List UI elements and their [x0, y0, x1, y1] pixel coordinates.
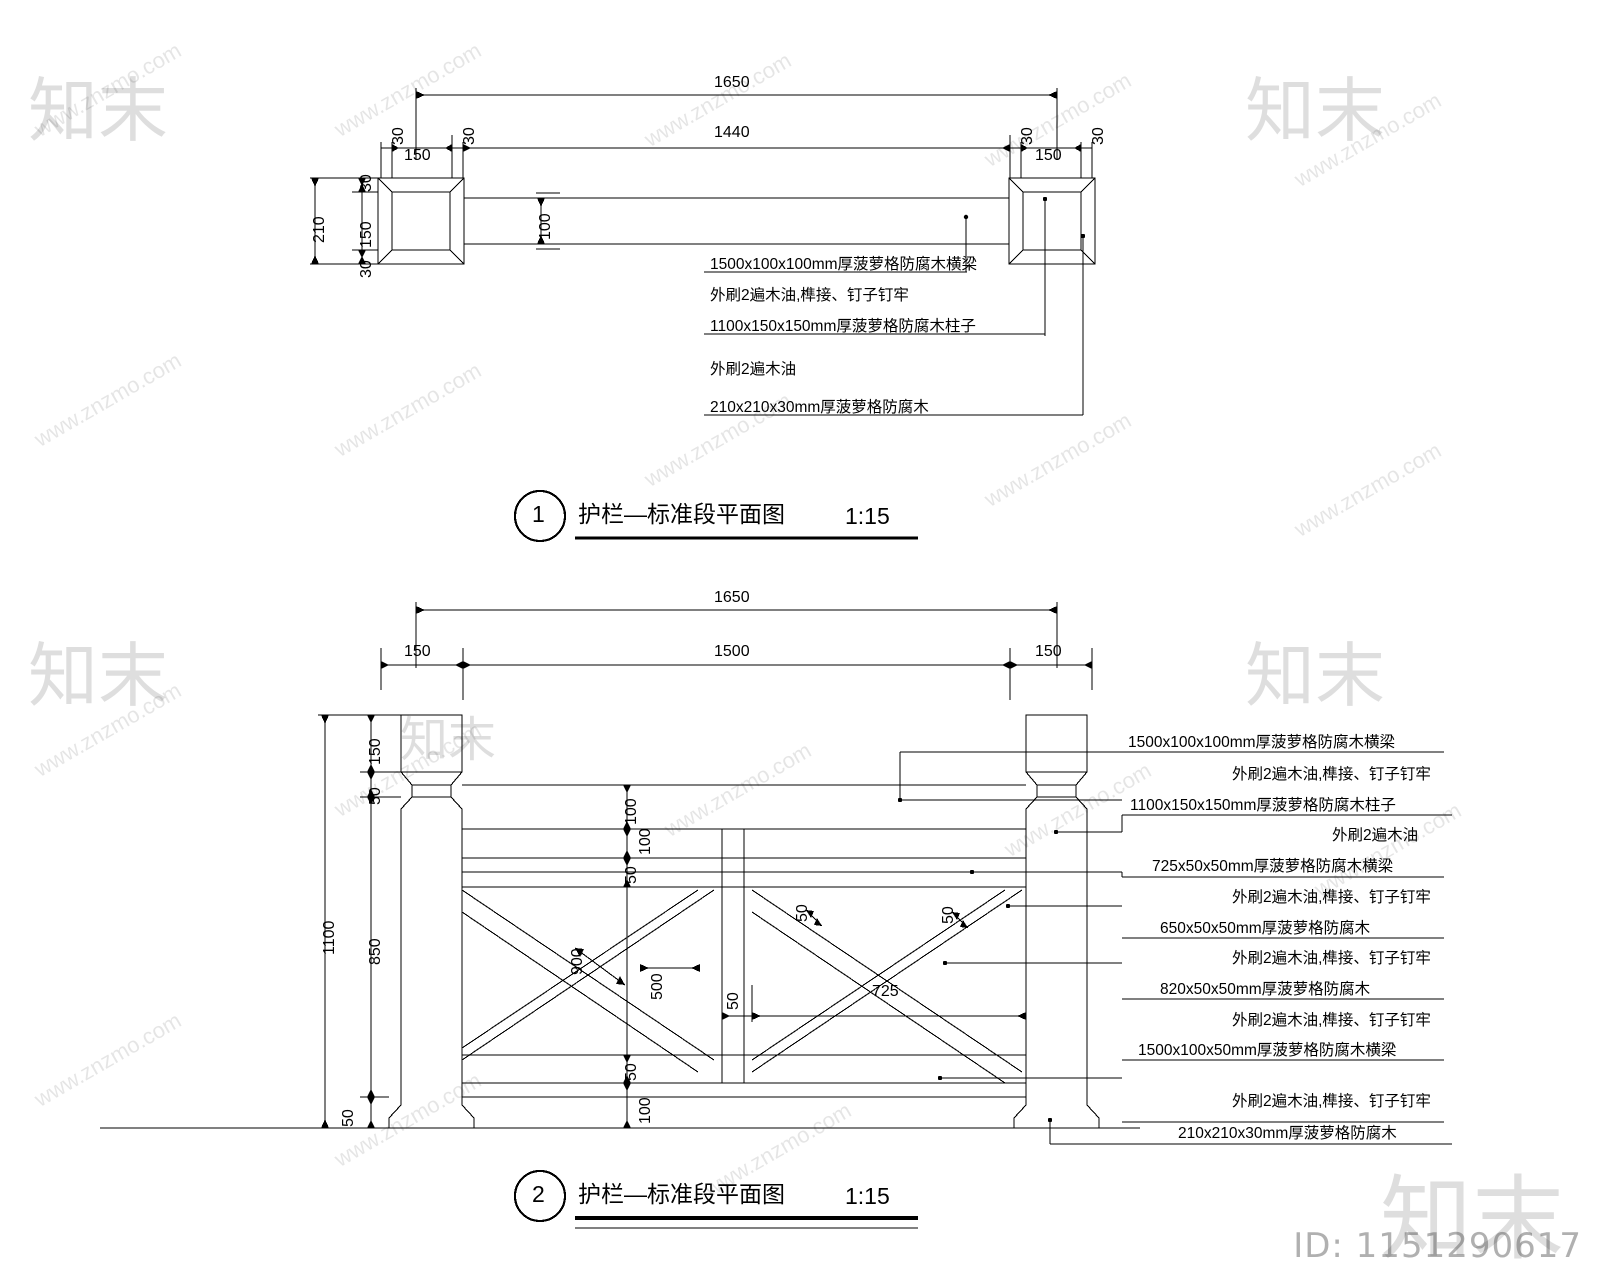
elevation-title-number: 2: [532, 1181, 545, 1207]
elev-dim-diag-v: 900: [569, 948, 586, 975]
elev-dim-bottom-rail-b: 100: [637, 1097, 654, 1124]
plan-annotation-1: 外刷2遍木油,榫接、钉子钉牢: [710, 287, 909, 304]
plan-title-scale: 1:15: [845, 503, 890, 529]
elev-annotation-8: 820x50x50mm厚菠萝格防腐木: [1160, 981, 1371, 998]
elev-dim-body-height: 850: [367, 938, 384, 965]
elev-dim-diag-right: 50: [940, 906, 957, 924]
plan-dim-gap-d: 30: [1090, 127, 1107, 145]
elev-annotation-11: 外刷2遍木油,榫接、钉子钉牢: [1232, 1093, 1431, 1110]
plan-annotation-3: 外刷2遍木油: [710, 361, 797, 378]
elev-dim-clear-span: 1500: [714, 643, 750, 660]
plan-dim-depth-total: 210: [311, 216, 328, 243]
elev-annotation-6: 650x50x50mm厚菠萝格防腐木: [1160, 920, 1371, 937]
elev-dim-cap-height: 150: [367, 738, 384, 765]
elev-annotation-7: 外刷2遍木油,榫接、钉子钉牢: [1232, 950, 1431, 967]
elev-dim-overall: 1650: [714, 589, 750, 606]
elevation-title-scale: 1:15: [845, 1183, 890, 1209]
plan-annotation-4: 210x210x30mm厚菠萝格防腐木: [710, 399, 929, 416]
elev-annotation-0: 1500x100x100mm厚菠萝格防腐木横梁: [1128, 734, 1396, 751]
elev-annotation-1: 外刷2遍木油,榫接、钉子钉牢: [1232, 766, 1431, 783]
elev-annotation-4: 725x50x50mm厚菠萝格防腐木横梁: [1152, 858, 1394, 875]
elev-dim-base-height: 50: [340, 1109, 357, 1127]
plan-annotation-0: 1500x100x100mm厚菠萝格防腐木横梁: [710, 256, 978, 273]
elev-dim-post-right: 150: [1035, 643, 1062, 660]
elev-dim-rail-upper: 100: [637, 828, 654, 855]
elev-dim-diag-left: 50: [794, 904, 811, 922]
plan-dim-beam-width: 100: [537, 213, 554, 240]
elev-dim-rail-gap-top: 100: [623, 798, 640, 825]
plan-title-text: 护栏—标准段平面图: [578, 501, 785, 527]
elev-annotation-12: 210x210x30mm厚菠萝格防腐木: [1178, 1125, 1397, 1142]
elev-annotation-10: 1500x100x50mm厚菠萝格防腐木横梁: [1138, 1042, 1397, 1059]
plan-dim-post-width-right: 150: [1035, 147, 1062, 164]
plan-dim-overall: 1650: [714, 74, 750, 91]
plan-dim-depth-top: 30: [358, 174, 375, 192]
elev-dim-height-total: 1100: [321, 920, 338, 955]
plan-dim-post-width-left: 150: [404, 147, 431, 164]
plan-dim-depth-mid: 150: [358, 221, 375, 248]
plan-annotation-2: 1100x150x150mm厚菠萝格防腐木柱子: [710, 318, 976, 335]
plan-dim-gap-a: 30: [390, 127, 407, 145]
elev-dim-rail-mid: 50: [623, 866, 640, 884]
elev-annotation-2: 1100x150x150mm厚菠萝格防腐木柱子: [1130, 797, 1396, 814]
elev-dim-panel-width: 725: [872, 983, 899, 1000]
elev-dim-collar-height: 50: [367, 787, 384, 805]
plan-dim-depth-bot: 30: [358, 260, 375, 278]
plan-title-number: 1: [532, 501, 545, 527]
plan-dim-inner-span: 1440: [714, 124, 750, 141]
elev-dim-diag-h: 500: [649, 973, 666, 1000]
drawing-id-label: ID: 1151290617: [1293, 1226, 1582, 1266]
elev-dim-mullion: 50: [725, 992, 742, 1010]
elev-annotation-3: 外刷2遍木油: [1332, 827, 1419, 844]
plan-dim-gap-b: 30: [461, 127, 478, 145]
elev-annotation-9: 外刷2遍木油,榫接、钉子钉牢: [1232, 1012, 1431, 1029]
plan-dim-gap-c: 30: [1019, 127, 1036, 145]
elev-dim-post-left: 150: [404, 643, 431, 660]
elevation-title-text: 护栏—标准段平面图: [578, 1181, 785, 1207]
elev-annotation-5: 外刷2遍木油,榫接、钉子钉牢: [1232, 889, 1431, 906]
elev-dim-bottom-rail-a: 50: [623, 1063, 640, 1081]
